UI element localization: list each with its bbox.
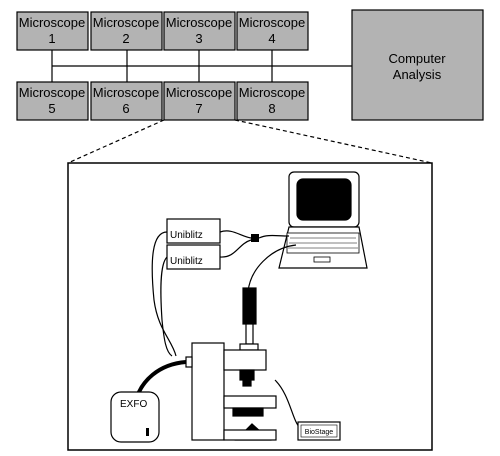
- microscope-box-4: Microscope 4: [236, 11, 309, 51]
- camera-icon: [239, 287, 259, 351]
- microscope-number: 4: [268, 31, 275, 46]
- microscope-number: 1: [48, 31, 55, 46]
- microscope-label: Microscope: [93, 15, 159, 30]
- microscope-number: 6: [122, 101, 129, 116]
- microscope-number: 3: [195, 31, 202, 46]
- microscope-label: Microscope: [166, 15, 232, 30]
- computer-sublabel: Analysis: [393, 67, 442, 82]
- control-cables: [151, 230, 301, 429]
- microscope-box-6: Microscope 6: [90, 81, 163, 121]
- microscope-number: 5: [48, 101, 55, 116]
- zoom-callout-lines: [67, 119, 433, 164]
- microscope-label: Microscope: [19, 15, 85, 30]
- shutter-label: Uniblitz: [170, 256, 203, 267]
- microscope-label: Microscope: [239, 15, 305, 30]
- exfo-light-source: EXFO: [110, 391, 160, 443]
- cable-junction: [251, 234, 259, 242]
- microscope-number: 8: [268, 101, 275, 116]
- laptop-icon: [278, 171, 368, 269]
- shutter-controller-top: Uniblitz: [166, 218, 221, 244]
- microscope-box-8: Microscope 8: [236, 81, 309, 121]
- microscope-label: Microscope: [166, 85, 232, 100]
- computer-label: Computer: [388, 51, 446, 66]
- microscope-box-3: Microscope 3: [163, 11, 236, 51]
- microscope-box-5: Microscope 5: [16, 81, 89, 121]
- biostage-controller: BioStage: [297, 421, 341, 441]
- microscope-label: Microscope: [19, 85, 85, 100]
- biostage-label: BioStage: [305, 429, 334, 436]
- shutter-label: Uniblitz: [170, 230, 203, 241]
- microscope-box-1: Microscope 1: [16, 11, 89, 51]
- microscope-number: 2: [122, 31, 129, 46]
- shutter-controller-bottom: Uniblitz: [166, 244, 221, 270]
- microscope-label: Microscope: [93, 85, 159, 100]
- microscope-body: [185, 342, 277, 441]
- microscope-label: Microscope: [239, 85, 305, 100]
- computer-analysis-box: Computer Analysis: [351, 9, 484, 121]
- microscope-number: 7: [195, 101, 202, 116]
- microscope-box-7: Microscope 7: [163, 81, 236, 121]
- microscope-box-2: Microscope 2: [90, 11, 163, 51]
- network-bus: [51, 50, 352, 82]
- exfo-label: EXFO: [120, 399, 147, 410]
